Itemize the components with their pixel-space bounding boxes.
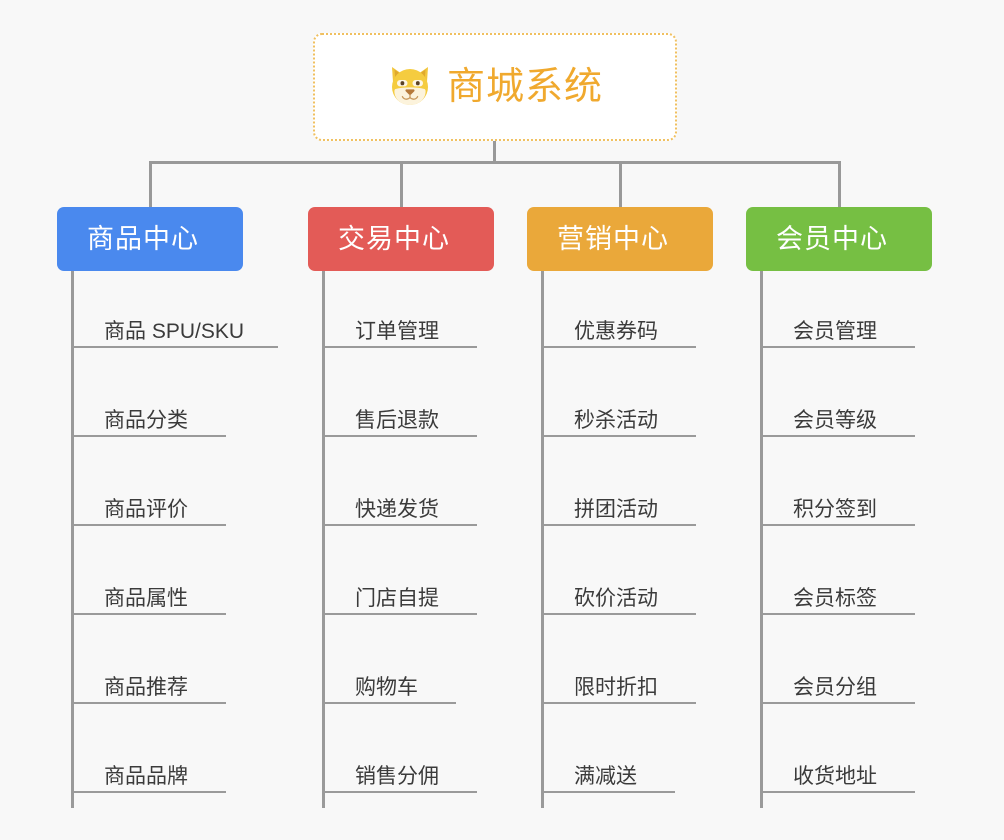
connector-drop-3 bbox=[619, 161, 622, 207]
leaf-label: 订单管理 bbox=[355, 319, 439, 343]
dog-face-icon bbox=[387, 63, 433, 112]
connector-drop-4 bbox=[838, 161, 841, 207]
root-node-content: 商城系统 bbox=[387, 63, 603, 112]
leaf-label: 商品评价 bbox=[104, 497, 188, 521]
leaf-item[interactable]: 商品分类 bbox=[71, 395, 226, 437]
leaf-label: 售后退款 bbox=[355, 408, 439, 432]
leaf-label: 商品推荐 bbox=[104, 675, 188, 699]
leaf-item[interactable]: 商品评价 bbox=[71, 484, 226, 526]
leaf-item[interactable]: 售后退款 bbox=[322, 395, 477, 437]
connector-bus bbox=[149, 161, 841, 164]
root-node[interactable]: 商城系统 bbox=[313, 33, 677, 141]
connector-root-stem bbox=[493, 141, 496, 163]
category-label: 交易中心 bbox=[338, 223, 450, 254]
leaf-label: 优惠券码 bbox=[574, 319, 658, 343]
category-box-商品中心[interactable]: 商品中心 bbox=[57, 207, 243, 271]
leaf-label: 门店自提 bbox=[355, 586, 439, 610]
leaf-label: 会员等级 bbox=[793, 408, 877, 432]
leaf-item[interactable]: 会员分组 bbox=[760, 662, 915, 704]
leaf-label: 拼团活动 bbox=[574, 497, 658, 521]
leaf-label: 销售分佣 bbox=[355, 764, 439, 788]
leaf-item[interactable]: 砍价活动 bbox=[541, 573, 696, 615]
leaf-item[interactable]: 订单管理 bbox=[322, 306, 477, 348]
leaf-label: 购物车 bbox=[355, 675, 418, 699]
leaf-item[interactable]: 收货地址 bbox=[760, 751, 915, 793]
trunk-line-column-2 bbox=[322, 271, 325, 808]
connector-drop-1 bbox=[149, 161, 152, 207]
leaf-item[interactable]: 会员等级 bbox=[760, 395, 915, 437]
leaf-label: 限时折扣 bbox=[574, 675, 658, 699]
category-label: 会员中心 bbox=[776, 223, 888, 254]
leaf-item[interactable]: 商品推荐 bbox=[71, 662, 226, 704]
leaf-item[interactable]: 积分签到 bbox=[760, 484, 915, 526]
leaf-item[interactable]: 满减送 bbox=[541, 751, 675, 793]
leaf-label: 商品 SPU/SKU bbox=[104, 319, 245, 343]
category-box-交易中心[interactable]: 交易中心 bbox=[308, 207, 494, 271]
leaf-item[interactable]: 会员标签 bbox=[760, 573, 915, 615]
root-title: 商城系统 bbox=[446, 66, 603, 108]
leaf-item[interactable]: 购物车 bbox=[322, 662, 456, 704]
leaf-item[interactable]: 会员管理 bbox=[760, 306, 915, 348]
leaf-label: 会员管理 bbox=[793, 319, 877, 343]
leaf-label: 收货地址 bbox=[793, 764, 877, 788]
category-label: 营销中心 bbox=[557, 223, 669, 254]
leaf-label: 商品品牌 bbox=[104, 764, 188, 788]
leaf-label: 砍价活动 bbox=[574, 586, 658, 610]
trunk-line-column-4 bbox=[760, 271, 763, 808]
leaf-label: 会员标签 bbox=[793, 586, 877, 610]
leaf-label: 积分签到 bbox=[793, 497, 877, 521]
leaf-item[interactable]: 销售分佣 bbox=[322, 751, 477, 793]
category-box-会员中心[interactable]: 会员中心 bbox=[746, 207, 932, 271]
leaf-item[interactable]: 拼团活动 bbox=[541, 484, 696, 526]
connector-drop-2 bbox=[400, 161, 403, 207]
leaf-label: 满减送 bbox=[574, 764, 637, 788]
trunk-line-column-3 bbox=[541, 271, 544, 808]
leaf-item[interactable]: 秒杀活动 bbox=[541, 395, 696, 437]
leaf-item[interactable]: 商品 SPU/SKU bbox=[71, 306, 278, 348]
leaf-label: 快递发货 bbox=[355, 497, 439, 521]
leaf-item[interactable]: 商品属性 bbox=[71, 573, 226, 615]
leaf-item[interactable]: 门店自提 bbox=[322, 573, 477, 615]
leaf-label: 会员分组 bbox=[793, 675, 877, 699]
category-box-营销中心[interactable]: 营销中心 bbox=[527, 207, 713, 271]
leaf-item[interactable]: 商品品牌 bbox=[71, 751, 226, 793]
leaf-item[interactable]: 快递发货 bbox=[322, 484, 477, 526]
category-label: 商品中心 bbox=[87, 223, 199, 254]
leaf-label: 商品属性 bbox=[104, 586, 188, 610]
leaf-item[interactable]: 限时折扣 bbox=[541, 662, 696, 704]
leaf-label: 商品分类 bbox=[104, 408, 188, 432]
leaf-item[interactable]: 优惠券码 bbox=[541, 306, 696, 348]
leaf-label: 秒杀活动 bbox=[574, 408, 658, 432]
trunk-line-column-1 bbox=[71, 271, 74, 808]
